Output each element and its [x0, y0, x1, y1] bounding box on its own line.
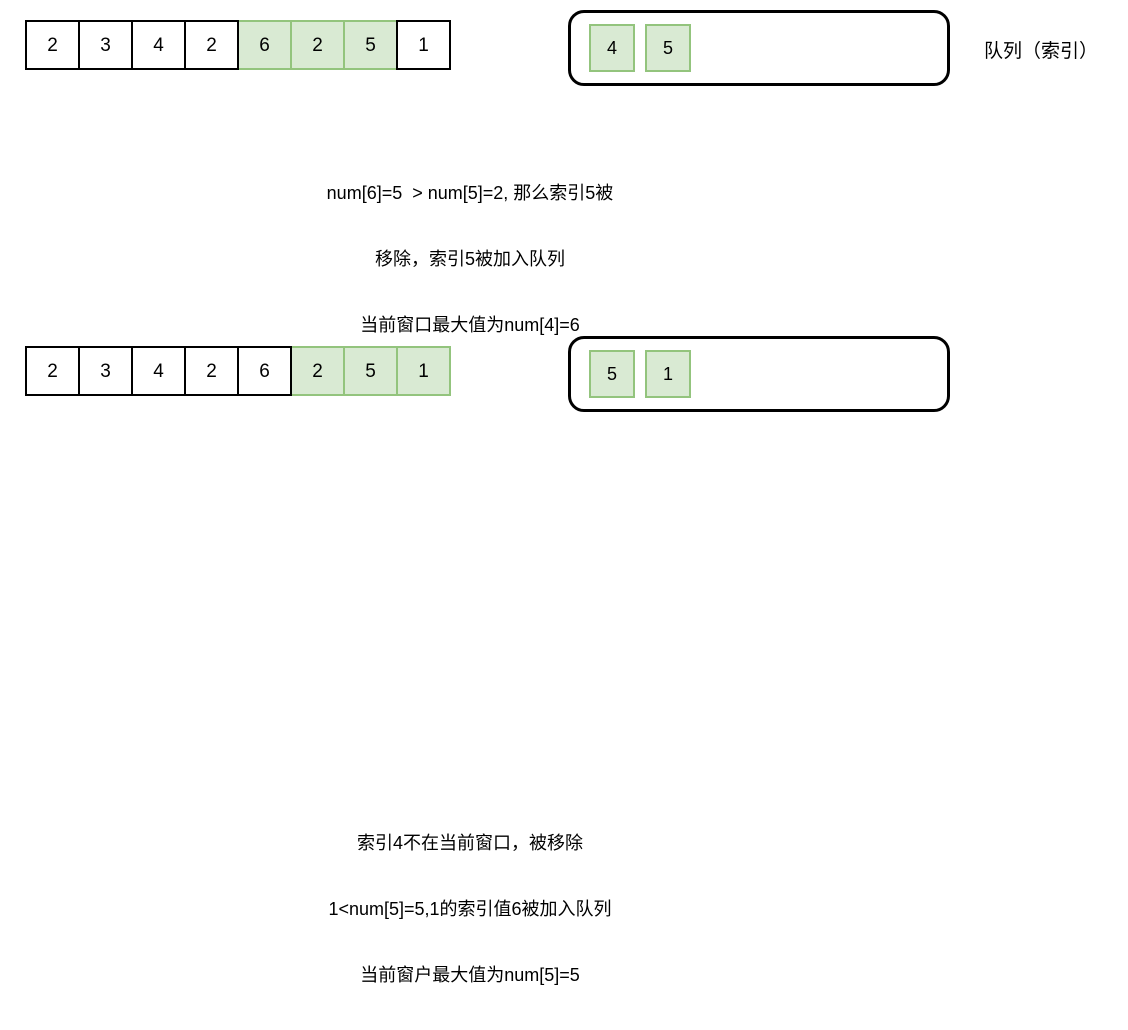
array-cell: 1 [396, 20, 451, 70]
array-cell-highlighted: 2 [290, 346, 345, 396]
caption-line: 当前窗口最大值为num[4]=6 [360, 315, 580, 335]
queue-legend-label: 队列（索引） [984, 41, 1099, 62]
array-cell: 2 [184, 346, 239, 396]
caption-line: 移除，索引5被加入队列 [374, 249, 565, 269]
caption-line: 索引4不在当前窗口，被移除 [356, 833, 583, 853]
caption-line: num[6]=5 > num[5]=2, 那么索引5被 [326, 183, 614, 203]
array-cell-highlighted: 6 [237, 20, 292, 70]
array-cell-highlighted: 2 [290, 20, 345, 70]
array-cell: 2 [25, 346, 80, 396]
caption-line: 当前窗户最大值为num[5]=5 [360, 965, 580, 985]
array-cell-highlighted: 1 [396, 346, 451, 396]
array-cell-highlighted: 5 [343, 346, 398, 396]
diagram-canvas: 2 3 4 2 6 2 5 1 4 5 队列（索引） num[6]=5 > nu… [0, 10, 1099, 985]
array-cell: 3 [78, 20, 133, 70]
queue-container-step-1: 4 5 [568, 10, 950, 86]
queue-container-step-2: 5 1 [568, 336, 950, 412]
array-cell: 4 [131, 20, 186, 70]
array-cell-highlighted: 5 [343, 20, 398, 70]
queue-cell: 4 [589, 24, 635, 72]
queue-cell: 5 [645, 24, 691, 72]
array-row-step-2: 2 3 4 2 6 2 5 1 [25, 346, 451, 396]
queue-cell: 1 [645, 350, 691, 398]
array-row-step-1: 2 3 4 2 6 2 5 1 [25, 20, 451, 70]
caption-line: 1<num[5]=5,1的索引值6被加入队列 [328, 899, 612, 919]
caption-step-2: 索引4不在当前窗口，被移除 1<num[5]=5,1的索引值6被加入队列 当前窗… [0, 788, 940, 1030]
caption-step-1: num[6]=5 > num[5]=2, 那么索引5被 移除，索引5被加入队列 … [0, 138, 940, 380]
array-cell: 2 [25, 20, 80, 70]
array-cell: 4 [131, 346, 186, 396]
array-cell: 2 [184, 20, 239, 70]
array-cell: 6 [237, 346, 292, 396]
array-cell: 3 [78, 346, 133, 396]
queue-cell: 5 [589, 350, 635, 398]
